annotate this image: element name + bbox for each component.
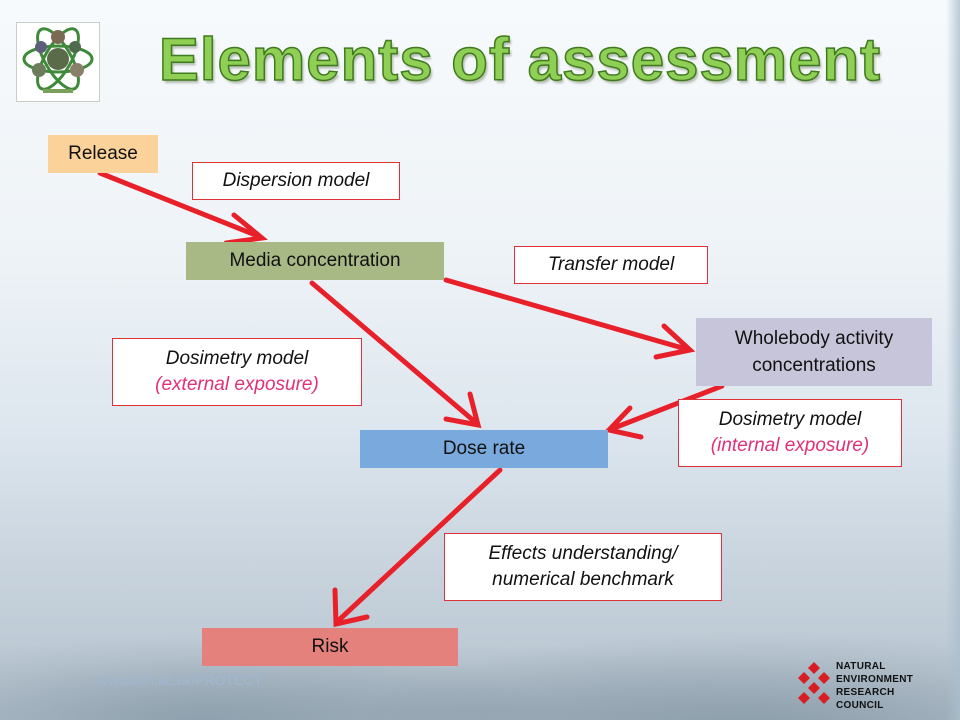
node-risk: Risk bbox=[202, 628, 458, 666]
label-dosimetry-internal-line1: Dosimetry model bbox=[718, 409, 862, 430]
arrow-media-to-wholebody bbox=[443, 277, 689, 352]
node-media-concentration: Media concentration bbox=[186, 242, 444, 280]
label-dispersion-model: Dispersion model bbox=[192, 162, 400, 200]
label-transfer-model: Transfer model bbox=[514, 246, 708, 284]
arrow-dose-to-risk bbox=[336, 467, 503, 623]
nerc-line3: RESEARCH COUNCIL bbox=[836, 687, 895, 711]
project-logo-icon bbox=[16, 22, 100, 102]
label-dosimetry-external-line2: (external exposure) bbox=[155, 374, 319, 395]
node-wholebody-line2: concentrations bbox=[752, 355, 876, 376]
nerc-line1: NATURAL bbox=[836, 661, 886, 672]
arrow-wholebody-to-dose bbox=[611, 383, 725, 431]
footer-url[interactable]: www.ceh.ac.uk/PROTECT bbox=[98, 672, 263, 688]
label-dosimetry-external: Dosimetry model (external exposure) bbox=[112, 338, 362, 406]
label-dosimetry-internal: Dosimetry model (internal exposure) bbox=[678, 399, 902, 467]
arrow-media-to-wholebody-head bbox=[653, 323, 696, 360]
node-release: Release bbox=[48, 135, 158, 173]
arrow-dose-to-risk-head bbox=[332, 587, 370, 628]
node-wholebody-line1: Wholebody activity bbox=[734, 328, 894, 349]
nerc-logo-icon bbox=[798, 662, 830, 704]
node-dose-rate: Dose rate bbox=[360, 430, 608, 468]
arrow-media-to-dose bbox=[309, 280, 477, 424]
right-edge-strip bbox=[946, 0, 960, 720]
arrow-media-to-dose-head bbox=[443, 391, 482, 429]
label-dosimetry-internal-line2: (internal exposure) bbox=[710, 435, 870, 456]
label-effects-line2: numerical benchmark bbox=[492, 569, 674, 590]
page-title: Elements of assessment bbox=[158, 25, 882, 94]
label-effects-understanding: Effects understanding/ numerical benchma… bbox=[444, 533, 722, 601]
nerc-line2: ENVIRONMENT bbox=[836, 674, 914, 685]
label-effects-line1: Effects understanding/ bbox=[488, 543, 678, 564]
nerc-logo: NATURAL ENVIRONMENT RESEARCH COUNCIL bbox=[794, 660, 944, 711]
nerc-logo-text: NATURAL ENVIRONMENT RESEARCH COUNCIL bbox=[836, 660, 944, 712]
node-wholebody-activity: Wholebody activity concentrations bbox=[696, 318, 932, 386]
arrow-release-to-media-head bbox=[223, 212, 268, 246]
arrow-wholebody-to-dose-head bbox=[604, 405, 644, 440]
arrow-release-to-media bbox=[97, 170, 261, 239]
label-dosimetry-external-line1: Dosimetry model bbox=[165, 348, 309, 369]
